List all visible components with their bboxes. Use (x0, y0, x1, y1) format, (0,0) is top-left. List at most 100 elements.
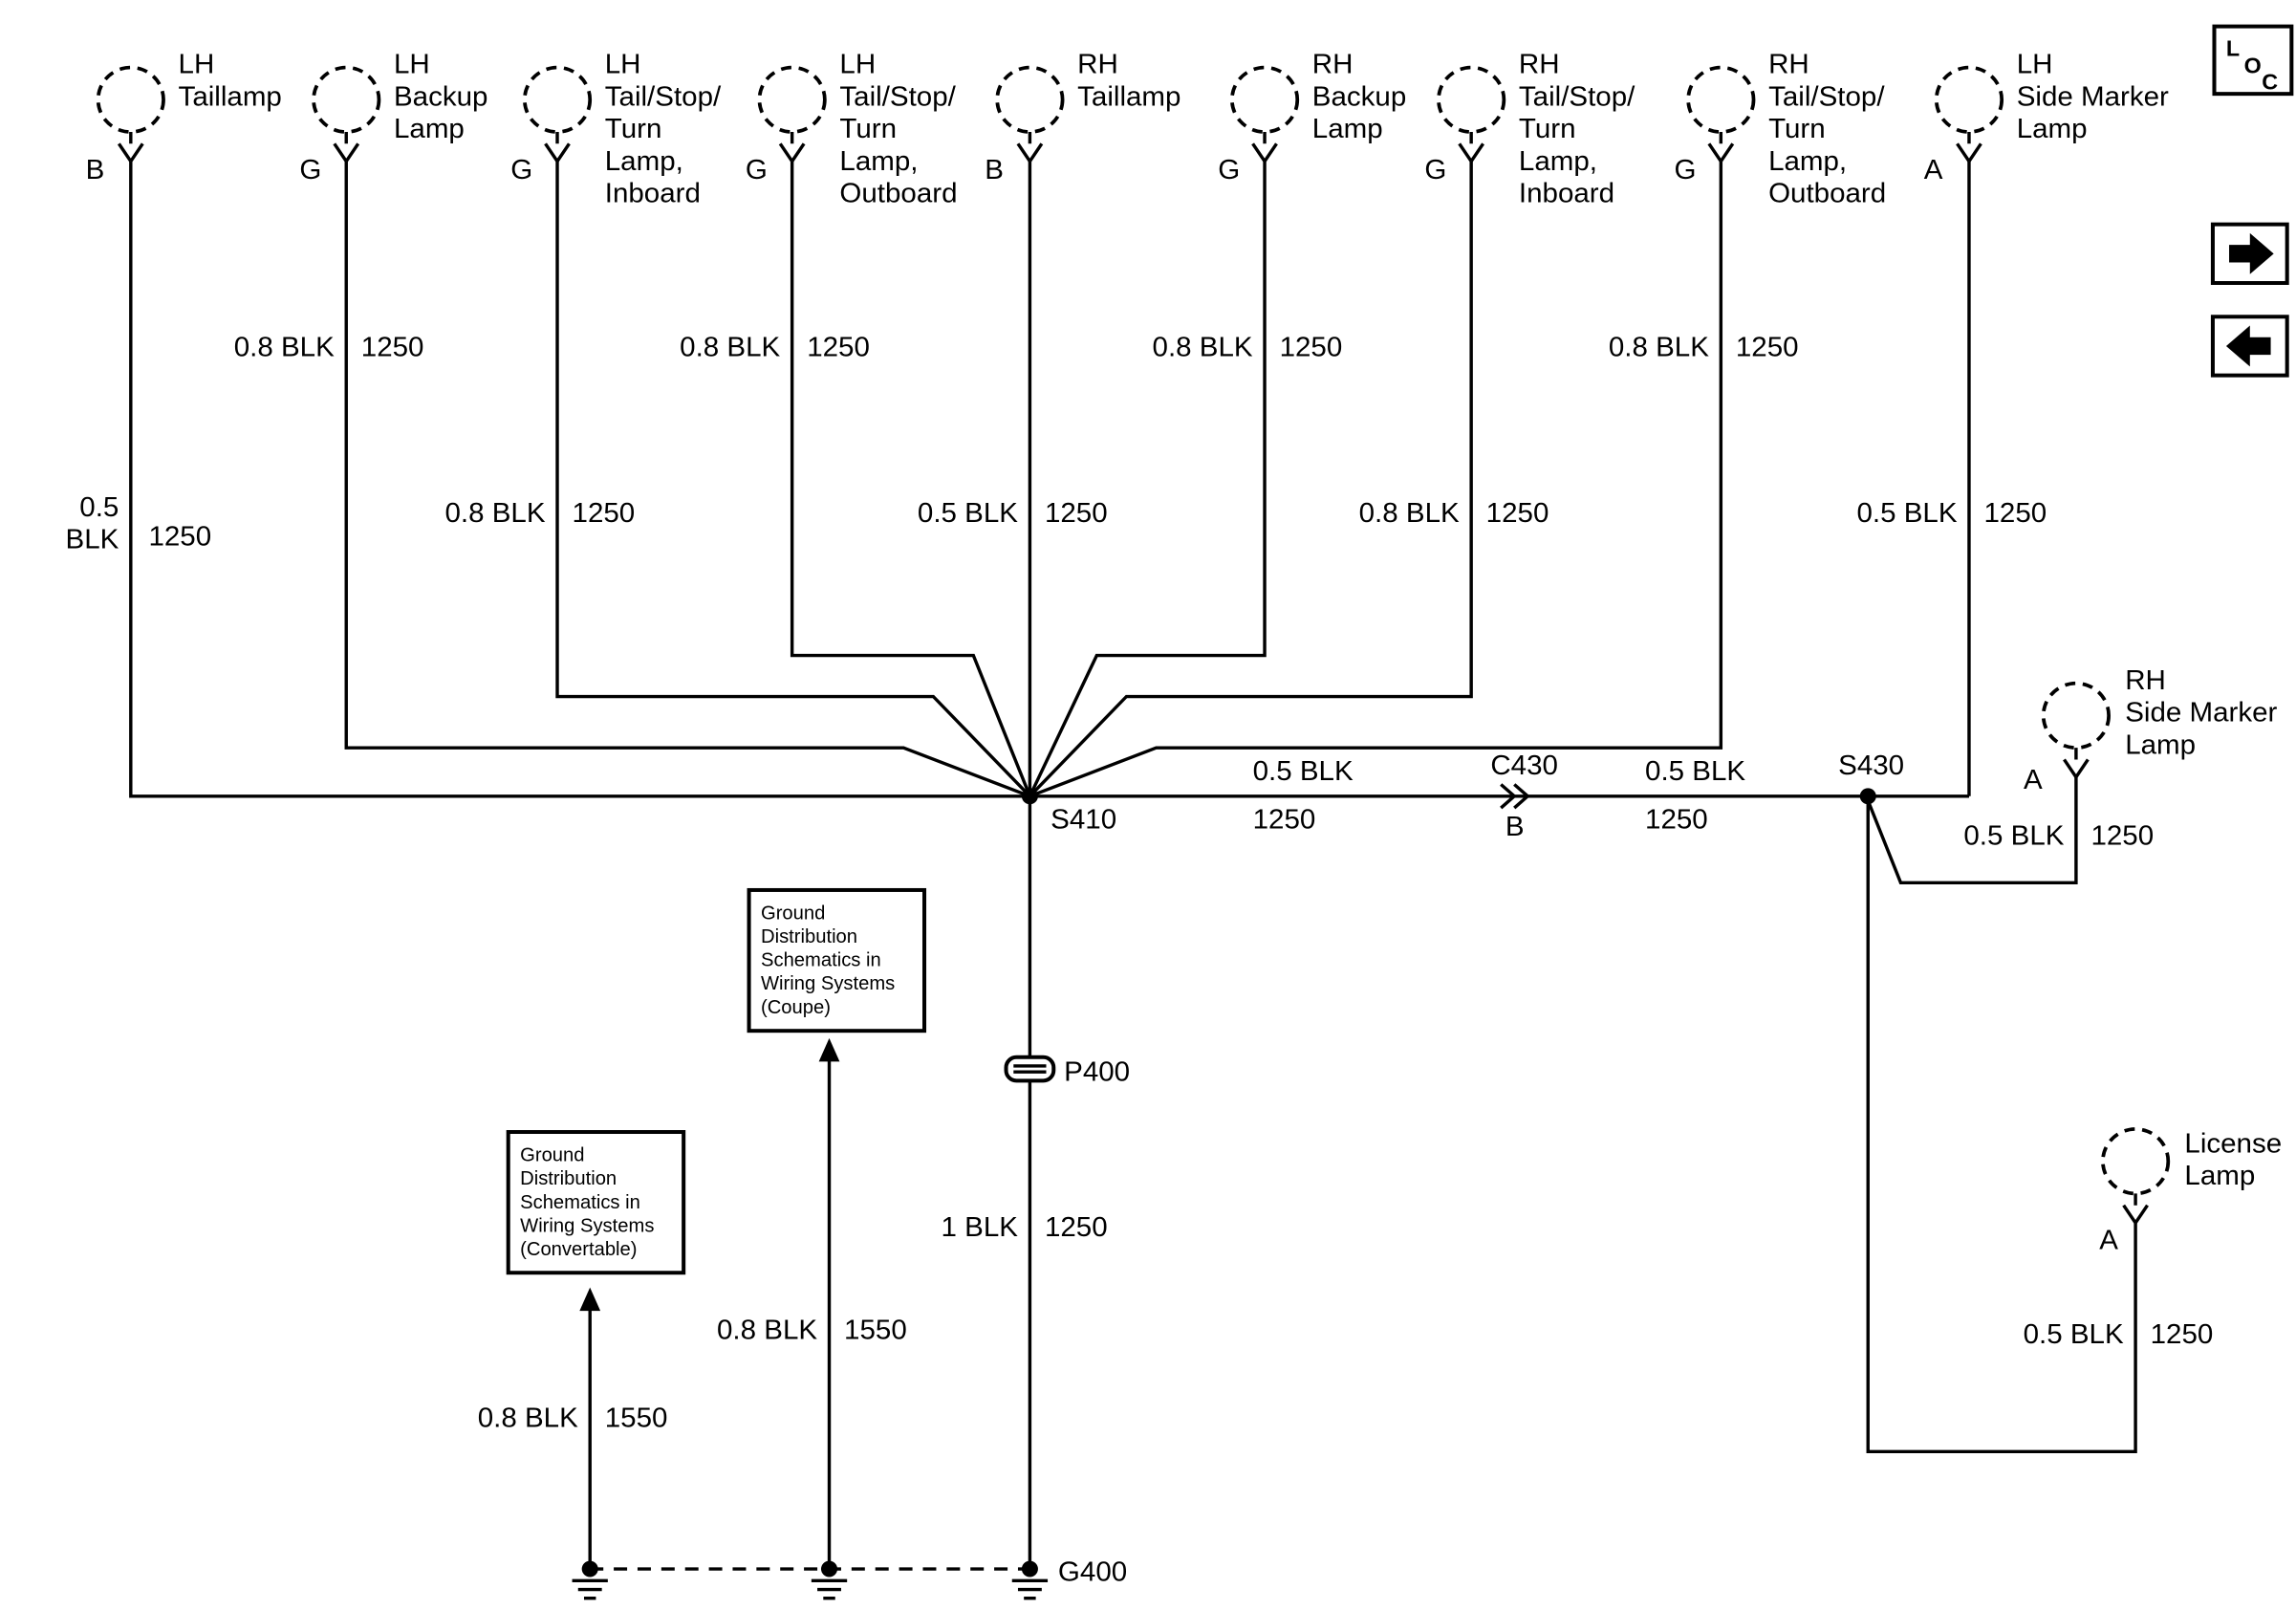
connector-chevron-icon (1458, 132, 1485, 163)
nav-back-button[interactable] (2210, 315, 2289, 378)
wire-gauge-label: 0.8 BLK (680, 332, 781, 363)
lamp-name-line: Backup (394, 81, 487, 113)
nav-forward-button[interactable] (2210, 222, 2289, 285)
wire-gauge-label: 0.8 BLK (717, 1314, 818, 1345)
wire-circuit-label: 1250 (2151, 1318, 2214, 1350)
wire-gauge-label: 0.8 BLK (234, 332, 336, 363)
lamp-name-line: Outboard (839, 178, 957, 209)
wire-circuit-label: 1250 (1253, 804, 1316, 836)
lamp-license: A License Lamp 0.5 BLK 1250 (2024, 1127, 2282, 1350)
connector-chevron-icon (1956, 132, 1982, 163)
connector-chevron-icon (778, 132, 806, 163)
pin-letter: G (1424, 154, 1446, 185)
wire-gauge-label: 0.5 BLK (1856, 497, 1958, 529)
lamp-name-line: Turn (839, 113, 897, 144)
wire-lh-backup (344, 161, 1031, 798)
lamp-name-line: LH (2017, 49, 2053, 80)
lamp-name-line: Lamp (1312, 113, 1383, 144)
reference-text-line: Distribution (520, 1168, 617, 1189)
lamp-symbol (2041, 681, 2111, 751)
lamp-name-line: LH (394, 49, 430, 80)
wire-gauge-label: 0.8 BLK (1609, 332, 1710, 363)
coupe-reference: Ground Distribution Schematics in Wiring… (717, 887, 927, 1345)
wire-circuit-label: 1250 (1984, 497, 2047, 529)
loc-box[interactable] (2212, 24, 2294, 97)
lamp-name-line: Tail/Stop/ (605, 81, 722, 113)
wire-circuit-label: 1250 (148, 521, 211, 553)
connector-chevron-icon (2122, 1193, 2149, 1225)
lamp-rh-side-marker: A RH Side Marker Lamp 0.5 BLK 1250 (1963, 664, 2277, 851)
reference-box (747, 887, 927, 1033)
lamp-name-line: Lamp, (1519, 145, 1597, 177)
arrow-left-icon (2225, 325, 2271, 367)
reference-text-line: Ground (520, 1145, 584, 1166)
pin-letter: G (510, 154, 532, 185)
reference-text-line: Ground (761, 903, 825, 925)
splice-label: S430 (1838, 750, 1904, 781)
lamp-name-line: Lamp (2125, 729, 2196, 760)
grommet-hatch (1013, 1064, 1047, 1074)
lamp-symbol (1437, 65, 1506, 134)
connector-chevron-icon (117, 132, 144, 163)
lamp-name-line: Side Marker (2125, 697, 2277, 729)
lamp-name-line: Lamp (2017, 113, 2088, 144)
connector-pin-letter: B (1505, 811, 1525, 842)
splice-dot (1859, 788, 1876, 805)
lamp-name-line: RH (1519, 49, 1560, 80)
lamp-rh-tst-inboard: G RH Tail/Stop/ Turn Lamp, Inboard 0.8 B… (1359, 49, 1636, 529)
ground-g400: G400 (1011, 1556, 1127, 1600)
lamp-symbol (96, 65, 165, 134)
splice-label: S410 (1051, 804, 1116, 836)
lamp-lh-side-marker: A LH Side Marker Lamp 0.5 BLK 1250 (1856, 49, 2169, 529)
lamp-name-line: Tail/Stop/ (839, 81, 956, 113)
wire-circuit-label: 1250 (2090, 820, 2154, 852)
wire-circuit-label: 1250 (1045, 497, 1108, 529)
lamp-name-line: Inboard (1519, 178, 1614, 209)
pin-letter: A (2099, 1225, 2118, 1256)
ground-label: G400 (1058, 1556, 1127, 1588)
loc-button[interactable]: L O C (2212, 24, 2294, 97)
reference-text-line: Wiring Systems (520, 1215, 654, 1236)
lamp-name-line: LH (839, 49, 876, 80)
wire-circuit-label: 1250 (1280, 332, 1343, 363)
wire-gauge-label: 0.8 BLK (445, 497, 547, 529)
pin-letter: A (2024, 764, 2043, 795)
wire-lh-tst-inboard (555, 161, 1031, 797)
lamp-name-line: LH (605, 49, 641, 80)
arrow-up-icon (579, 1287, 601, 1312)
connector-chevron-icon (333, 132, 360, 163)
lamp-rh-tst-outboard: G RH Tail/Stop/ Turn Lamp, Outboard 0.8 … (1609, 49, 1886, 363)
lamp-symbol (1934, 65, 2004, 134)
lamp-name-line: Tail/Stop/ (1519, 81, 1635, 113)
wire-rh-side-marker (1866, 776, 2078, 884)
wire-circuit-label: 1250 (1486, 497, 1549, 529)
arrow-up-icon (818, 1037, 840, 1062)
lamp-name-line: RH (1768, 49, 1809, 80)
splice-dot (1021, 788, 1038, 805)
wire-lh-taillamp (129, 161, 1030, 798)
connector-chevron-icon (2063, 748, 2090, 778)
lamp-symbol (312, 65, 381, 134)
ground-dot (1021, 1560, 1038, 1577)
grommet-icon (1004, 1055, 1056, 1083)
wire-gauge-label: 0.5 BLK (1253, 755, 1354, 787)
loc-letter-l: L (2226, 35, 2240, 60)
lamp-name-line: Tail/Stop/ (1768, 81, 1885, 113)
pin-letter: G (746, 154, 768, 185)
reference-text-line: Schematics in (761, 950, 881, 971)
reference-text-line: Wiring Systems (761, 973, 895, 994)
pin-letter: A (1924, 154, 1943, 185)
reference-text-line: Schematics in (520, 1192, 640, 1213)
connector-chevron-icon (1707, 132, 1735, 163)
pass-through-label: P400 (1064, 1056, 1130, 1088)
wire-license-lamp (1866, 803, 2137, 1454)
wire-circuit-label: 1250 (807, 332, 870, 363)
lamp-name-line: RH (1312, 49, 1354, 80)
connector-label: C430 (1490, 750, 1558, 781)
pin-letter: G (1218, 154, 1240, 185)
wire-gauge-label: 0.5 BLK (2024, 1318, 2125, 1350)
reference-text-line: (Convertable) (520, 1239, 637, 1260)
wire-gauge-label: 0.5 BLK (918, 497, 1019, 529)
connector-c430: 0.5 BLK 1250 C430 B 0.5 BLK 1250 (1253, 750, 1746, 842)
